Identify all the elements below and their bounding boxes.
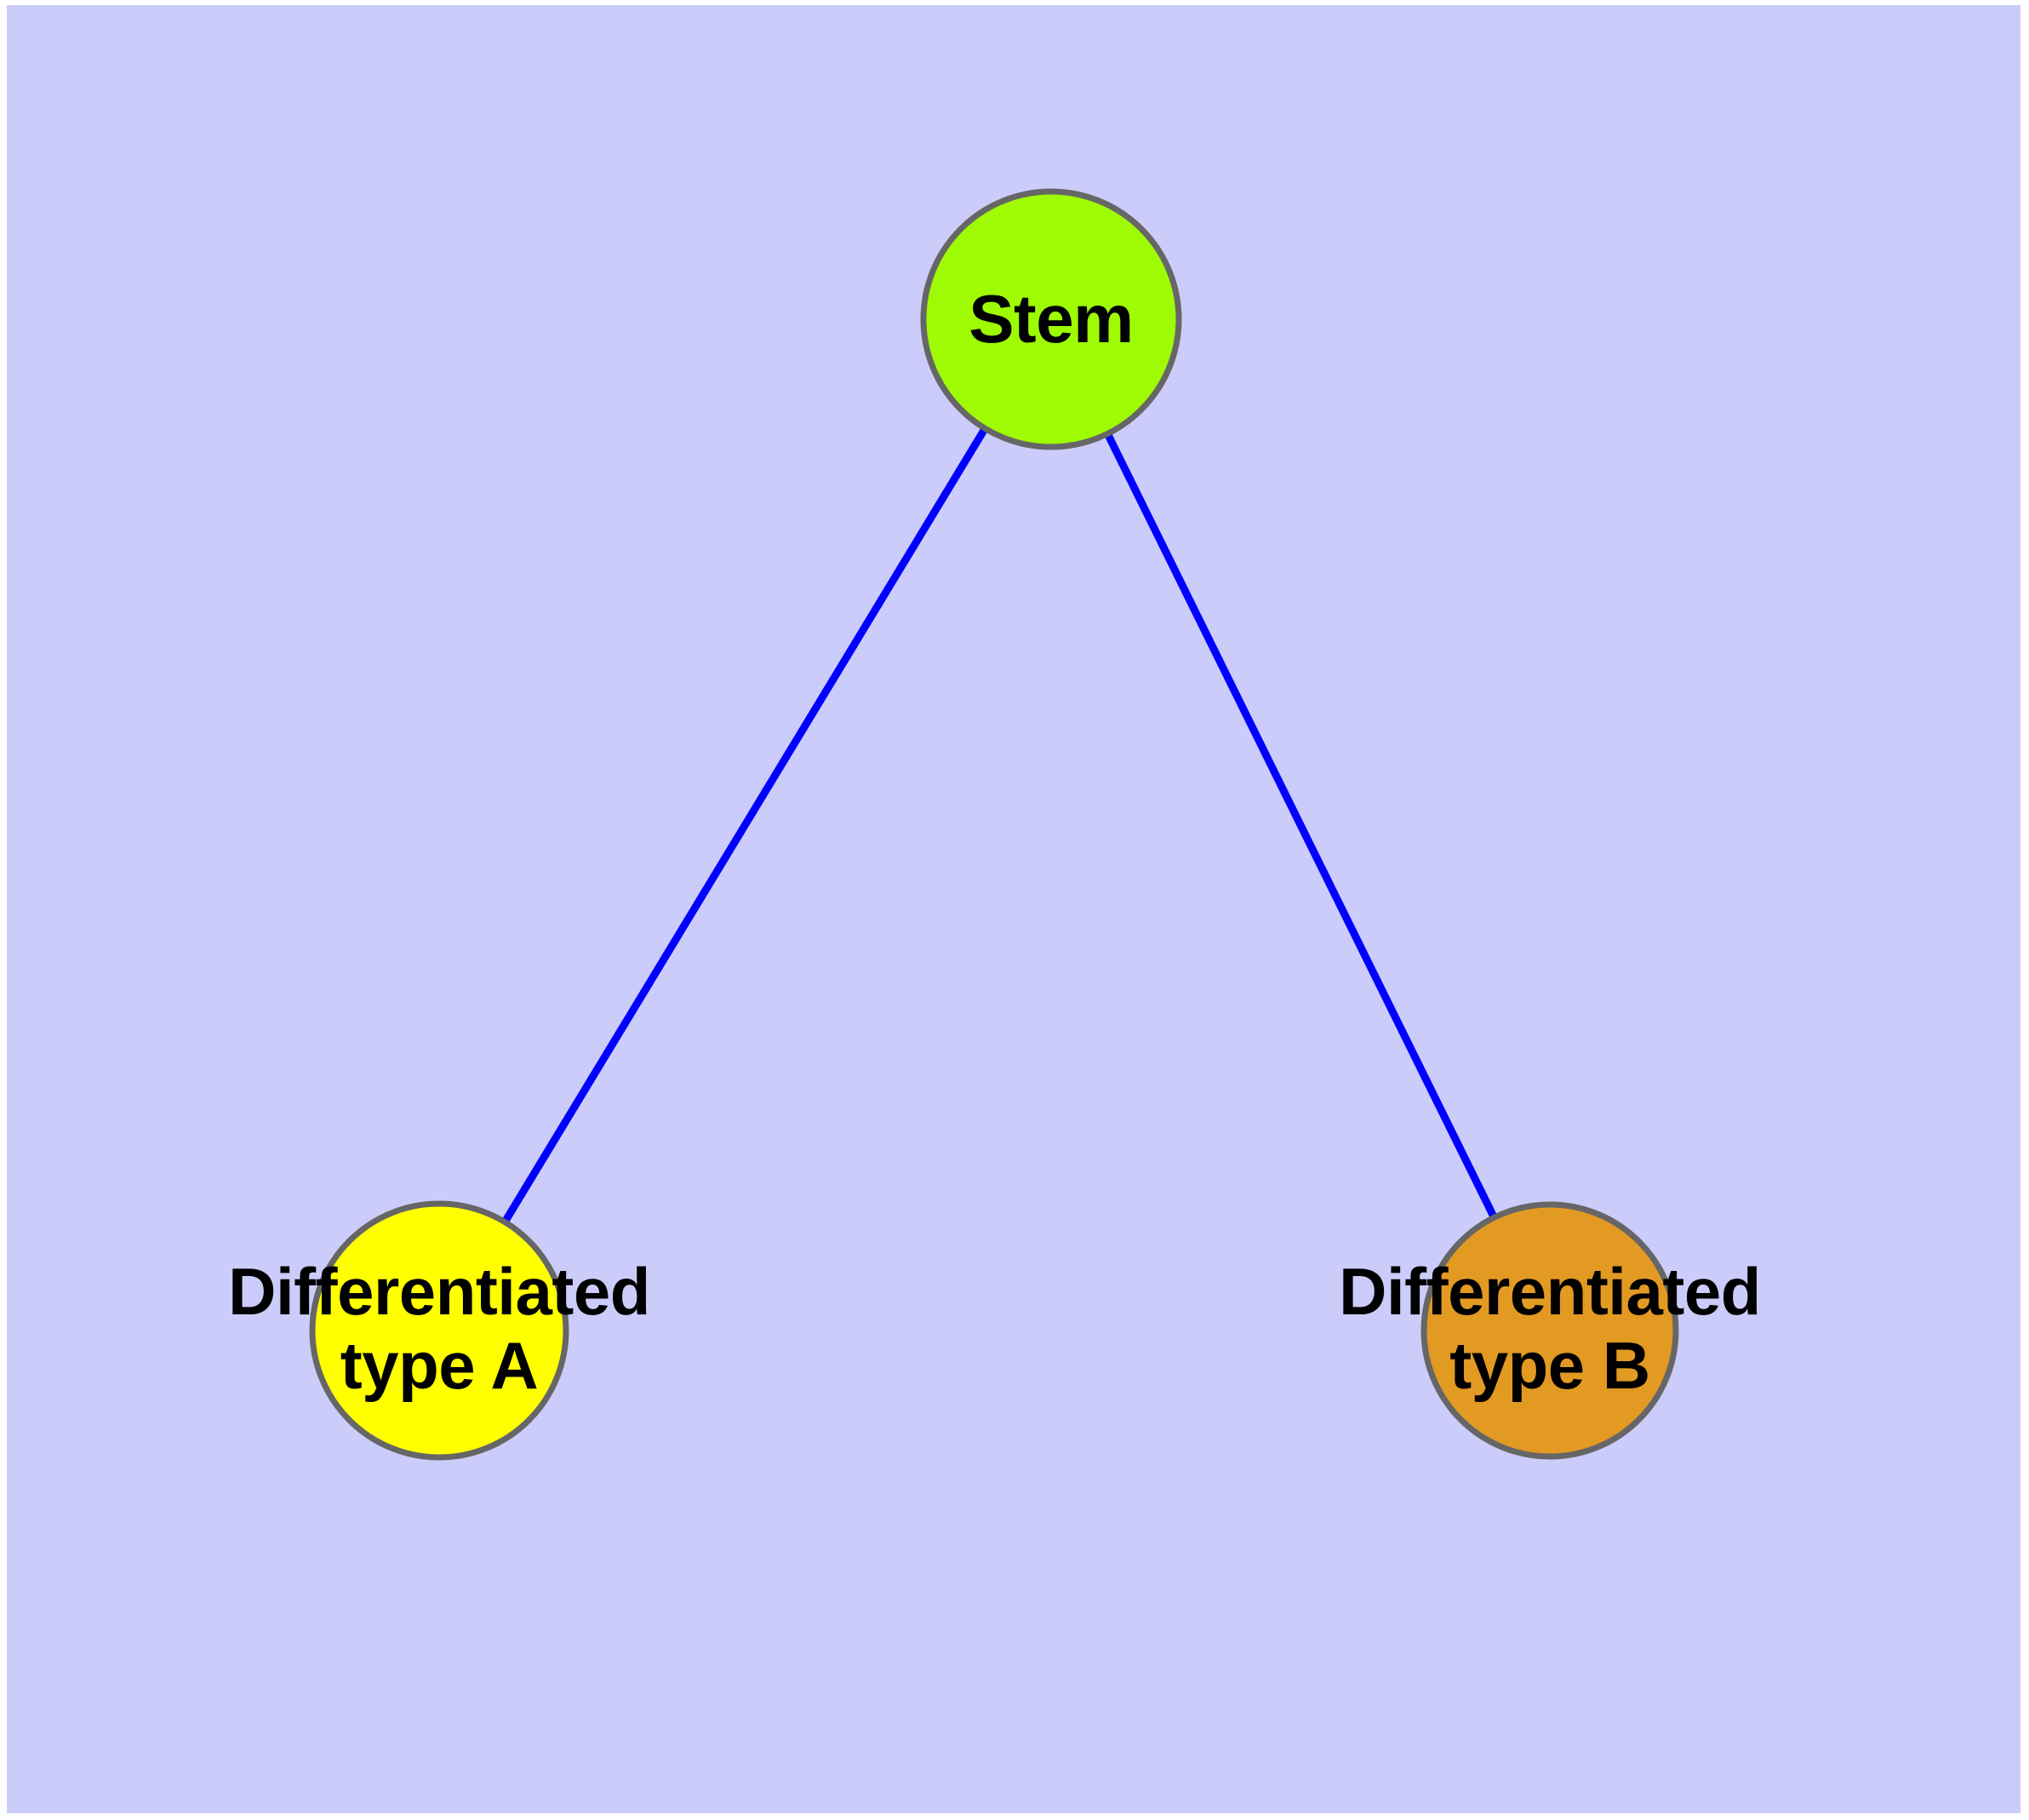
node-differentiated-type-a[interactable] [309, 1200, 569, 1461]
node-stem[interactable] [920, 188, 1182, 450]
node-differentiated-type-b[interactable] [1420, 1201, 1679, 1460]
edge-layer [502, 427, 1497, 1223]
edge-stem-to-diff-b [1105, 433, 1497, 1218]
node-layer [309, 188, 1679, 1461]
edge-stem-to-diff-a [502, 427, 988, 1223]
